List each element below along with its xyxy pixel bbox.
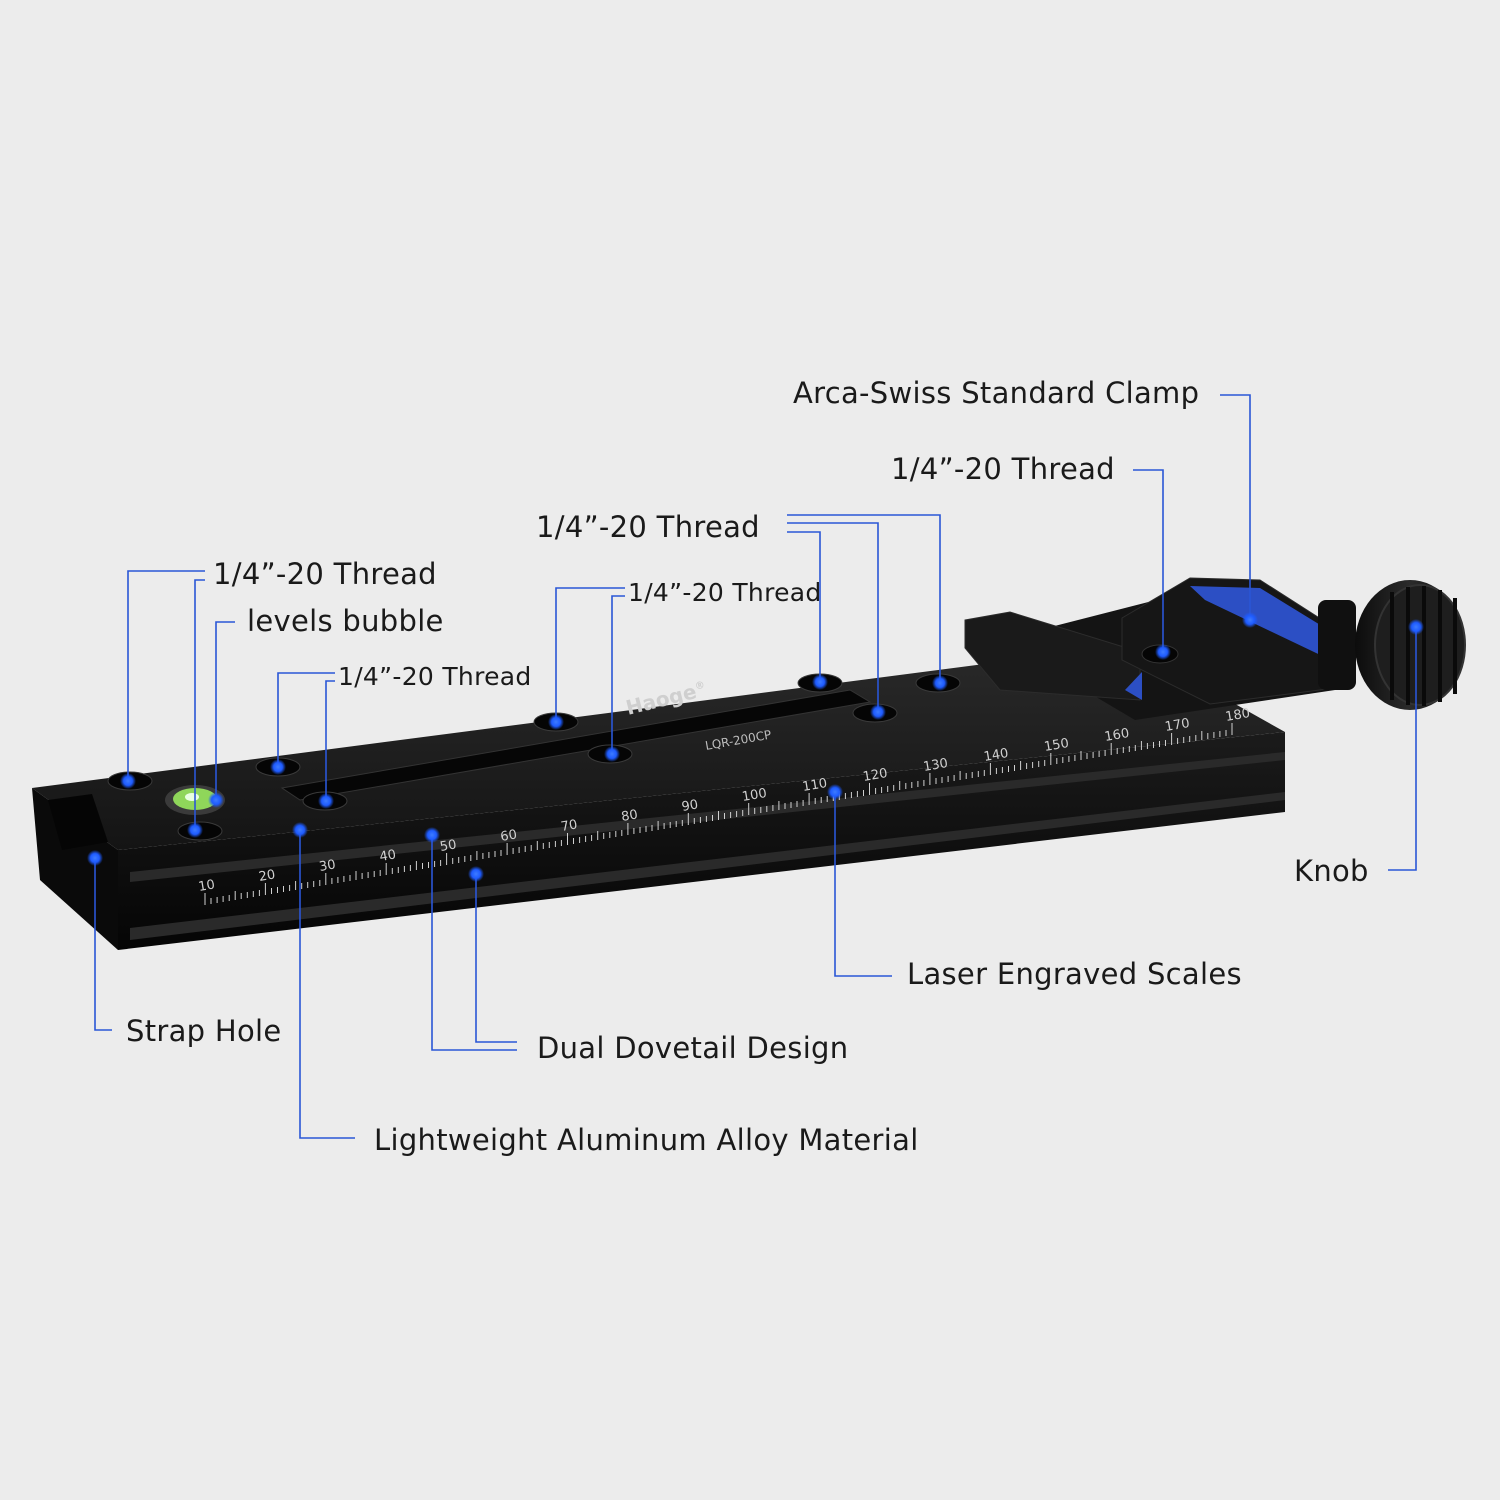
scale-label: 130 [922, 756, 949, 775]
marker-dot [827, 784, 843, 800]
dovetail-groove-lower [130, 792, 1285, 940]
marker-dot [932, 675, 948, 691]
leader-thread-center-b [611, 595, 625, 754]
strap-hole-notch [48, 794, 108, 850]
laser-engraved-scale: 10 20 30 40 50 60 70 80 90 100 110 120 130 140 150 160 1… [197, 706, 1251, 905]
leader-aluminum [299, 830, 355, 1139]
leader-thread-upper-center-c [787, 531, 821, 682]
scale-label: 120 [862, 766, 889, 785]
scale-label: 90 [681, 797, 700, 815]
label-thread-center: 1/4”-20 Thread [628, 578, 822, 607]
marker-dot [468, 866, 484, 882]
clamp-jaw-left-accent [1125, 672, 1142, 700]
dovetail-groove-upper [130, 752, 1285, 882]
leader-thread-upper-center-b [787, 522, 879, 712]
marker-dot [318, 793, 334, 809]
center-slot [280, 689, 872, 801]
label-levels-bubble: levels bubble [247, 604, 444, 638]
scale-label: 180 [1224, 706, 1251, 725]
label-strap-hole: Strap Hole [126, 1014, 282, 1048]
scale-label: 140 [983, 746, 1010, 765]
leader-dual-dovetail-b [475, 874, 517, 1043]
scale-label: 70 [560, 817, 579, 835]
label-aluminum: Lightweight Aluminum Alloy Material [374, 1123, 919, 1157]
label-thread-left-mid: 1/4”-20 Thread [338, 662, 532, 691]
rail-left-end [32, 788, 118, 950]
marker-dot [1242, 612, 1258, 628]
marker-dot [120, 773, 136, 789]
label-knob: Knob [1294, 854, 1369, 888]
label-thread-left: 1/4”-20 Thread [213, 557, 437, 591]
clamp-jaw-left [964, 611, 1141, 701]
scale-label: 170 [1164, 716, 1191, 735]
scale-label: 160 [1103, 726, 1130, 745]
marker-dot [548, 714, 564, 730]
marker-dot [1408, 619, 1424, 635]
label-dual-dovetail: Dual Dovetail Design [537, 1031, 849, 1065]
scale-label: 10 [197, 877, 216, 895]
marker-dot [812, 674, 828, 690]
marker-dot [1155, 644, 1171, 660]
marker-dot [424, 827, 440, 843]
label-thread-clamp: 1/4”-20 Thread [891, 452, 1115, 486]
marker-dot [87, 850, 103, 866]
scale-label: 30 [318, 857, 337, 875]
scale-label: 110 [801, 776, 828, 795]
leader-dual-dovetail-a [431, 835, 517, 1051]
leader-laser-scales [834, 792, 892, 977]
knob [1318, 580, 1466, 710]
leader-thread-clamp [1133, 469, 1164, 652]
marker-dots [87, 612, 1424, 882]
leader-levels-bubble [215, 621, 235, 800]
leader-thread-left-b [194, 579, 205, 830]
marker-dot [870, 704, 886, 720]
label-thread-upper-center: 1/4”-20 Thread [536, 510, 760, 544]
leader-thread-left-mid-a [277, 672, 335, 767]
scale-label: 20 [258, 867, 277, 885]
scale-label: 80 [620, 807, 639, 825]
scale-label: 100 [741, 786, 768, 805]
marker-dot [270, 759, 286, 775]
leader-thread-center-a [555, 587, 625, 722]
scale-label: 150 [1043, 736, 1070, 755]
marker-dot [187, 822, 203, 838]
scale-label: 40 [378, 847, 397, 865]
scale-label: 50 [439, 837, 458, 855]
scale-label: 60 [499, 827, 518, 845]
label-arca-clamp: Arca-Swiss Standard Clamp [793, 376, 1200, 410]
leader-lines [94, 394, 1417, 1139]
marker-dot [208, 792, 224, 808]
marker-dot [292, 822, 308, 838]
thread-holes [107, 673, 961, 841]
leader-arca-clamp [1220, 394, 1251, 620]
leader-knob [1388, 627, 1417, 871]
clamp-jaw-right-accent [1190, 586, 1335, 662]
leader-thread-left-a [127, 570, 205, 781]
leader-thread-left-mid-b [325, 680, 335, 801]
label-laser-scales: Laser Engraved Scales [907, 957, 1242, 991]
leader-strap-hole [94, 858, 112, 1031]
leader-thread-upper-center-a [787, 514, 941, 683]
marker-dot [604, 746, 620, 762]
